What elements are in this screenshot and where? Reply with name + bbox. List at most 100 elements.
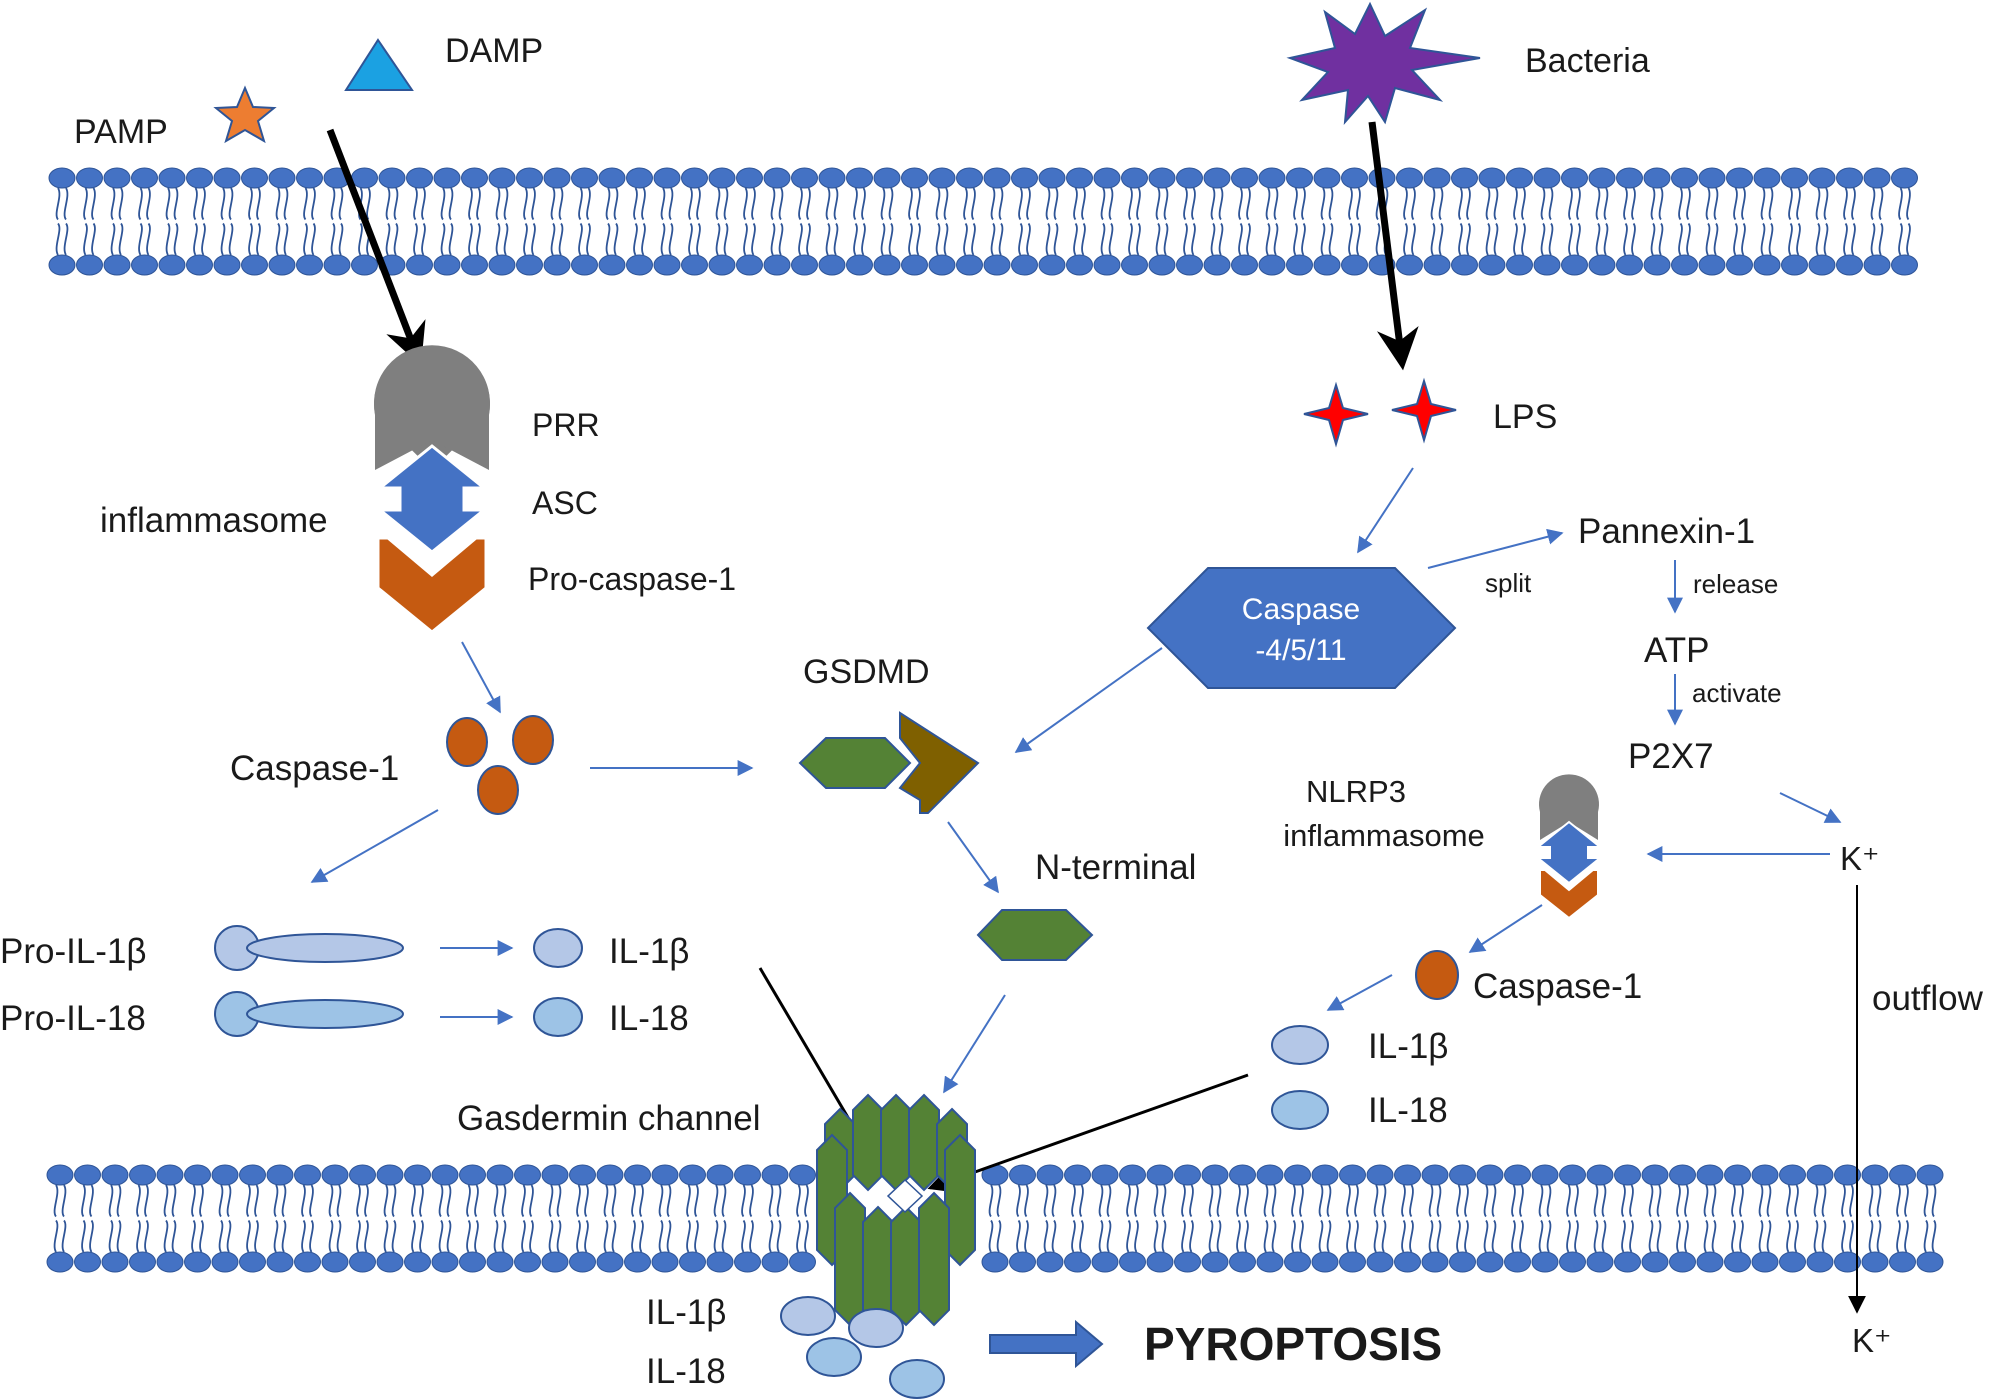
il-18-right-cytokine	[1271, 1090, 1329, 1130]
lipid-tail	[1458, 222, 1463, 256]
gasdermin-channel-label: Gasdermin channel	[457, 1099, 761, 1138]
lipid-tail	[364, 1219, 369, 1253]
lipid-tail	[833, 187, 839, 221]
lipid-head	[734, 1164, 761, 1186]
lipid-tail	[446, 1219, 452, 1253]
lipid-head	[294, 1251, 321, 1273]
lipid-tail	[1328, 187, 1334, 221]
lipid-head	[1011, 167, 1038, 189]
lipid-tail	[1823, 222, 1829, 256]
lipid-tail	[448, 222, 454, 256]
lipid-tail	[1603, 187, 1609, 221]
lipid-head	[321, 1164, 349, 1186]
gasdermin-subunit	[908, 1093, 940, 1192]
lipid-tail	[1191, 187, 1196, 221]
activate-label: activate	[1692, 678, 1782, 708]
lipid-tail	[550, 187, 556, 221]
lipid-head	[1121, 167, 1148, 189]
lipid-tail	[1265, 222, 1271, 256]
lipid-head	[818, 254, 846, 276]
lipid-tail	[281, 1219, 287, 1253]
lipid-tail	[1870, 222, 1876, 256]
lipid-head	[1284, 1251, 1311, 1273]
lipid-head	[1836, 167, 1863, 189]
lipid-head	[349, 1164, 376, 1186]
prr-label: PRR	[532, 407, 600, 443]
lipid-head	[1808, 254, 1836, 276]
lipid-tail	[943, 187, 949, 221]
arrow-pamp-to-prr	[326, 128, 426, 366]
lipid-tail	[173, 222, 179, 256]
lipid-tail	[1733, 222, 1738, 256]
lipid-tail	[1381, 1184, 1387, 1218]
lipid-tail	[446, 1184, 452, 1218]
lipid-tail	[586, 187, 591, 221]
lipid-tail	[1576, 222, 1581, 256]
lipid-head	[736, 254, 763, 276]
lipid-tail	[1191, 222, 1196, 256]
lipid-tail	[1024, 1184, 1029, 1218]
lipid-head	[101, 1164, 129, 1186]
lipid-tail	[1658, 222, 1664, 256]
lipid-head	[406, 167, 433, 189]
gasdermin-subunit	[880, 1093, 912, 1192]
lipid-tail	[1676, 1184, 1681, 1218]
lipid-head	[1148, 167, 1176, 189]
lipid-head	[406, 254, 433, 276]
lipid-tail	[935, 187, 941, 221]
lipid-head	[1286, 167, 1313, 189]
lipid-tail	[1293, 187, 1298, 221]
lipid-head	[569, 1164, 596, 1186]
lipid-tail	[1768, 222, 1774, 256]
lipid-tail	[1513, 187, 1518, 221]
lipid-head	[46, 1251, 74, 1273]
lipid-tail	[144, 1219, 149, 1253]
lipid-tail	[1546, 1184, 1552, 1218]
lipid-tail	[1519, 1184, 1524, 1218]
lipid-head	[1148, 254, 1176, 276]
lipid-tail	[694, 1184, 699, 1218]
lipid-head	[1231, 167, 1258, 189]
lipid-head	[598, 167, 626, 189]
lipid-head	[596, 1251, 624, 1273]
lipid-tail	[1546, 1219, 1552, 1253]
lipid-tail	[201, 187, 206, 221]
lipid-tail	[741, 1219, 746, 1253]
lipid-head	[543, 167, 571, 189]
lipid-head	[1339, 1164, 1366, 1186]
lipid-head	[1779, 1164, 1806, 1186]
lipid-head	[1009, 1164, 1036, 1186]
lipid-tail	[1409, 1219, 1414, 1253]
lipid-tail	[1136, 222, 1141, 256]
release-label: release	[1693, 569, 1778, 599]
lipid-tail	[633, 187, 638, 221]
lipid-head	[1201, 1251, 1229, 1273]
lipid-head	[76, 254, 103, 276]
pamp-label: PAMP	[74, 113, 168, 151]
lipid-head	[1203, 167, 1231, 189]
lipid-tail	[888, 222, 894, 256]
lipid-tail	[1326, 1184, 1332, 1218]
lipid-tail	[1210, 222, 1216, 256]
lipid-tail	[1244, 1219, 1249, 1253]
lipid-tail	[721, 1184, 727, 1218]
lipid-head	[653, 254, 681, 276]
lipid-head	[433, 167, 461, 189]
lipid-tail	[1705, 222, 1711, 256]
lipid-tail	[413, 187, 418, 221]
lipid-tail	[1428, 1219, 1434, 1253]
arrow-caspase-to-pannexin	[1427, 528, 1564, 569]
il-18-bottom-label: IL-18	[646, 1352, 726, 1391]
lipid-head	[1753, 167, 1781, 189]
lipid-tail	[721, 1219, 727, 1253]
lipid-head	[1643, 254, 1671, 276]
lipid-head	[626, 167, 653, 189]
lipid-head	[1476, 1251, 1504, 1273]
lipid-tail	[603, 1184, 609, 1218]
lipid-tail	[660, 222, 666, 256]
lipid-tail	[1898, 187, 1903, 221]
lipid-tail	[1851, 187, 1856, 221]
lipid-tail	[1485, 187, 1491, 221]
lipid-tail	[1511, 1184, 1516, 1218]
lipid-tail	[804, 1219, 809, 1253]
